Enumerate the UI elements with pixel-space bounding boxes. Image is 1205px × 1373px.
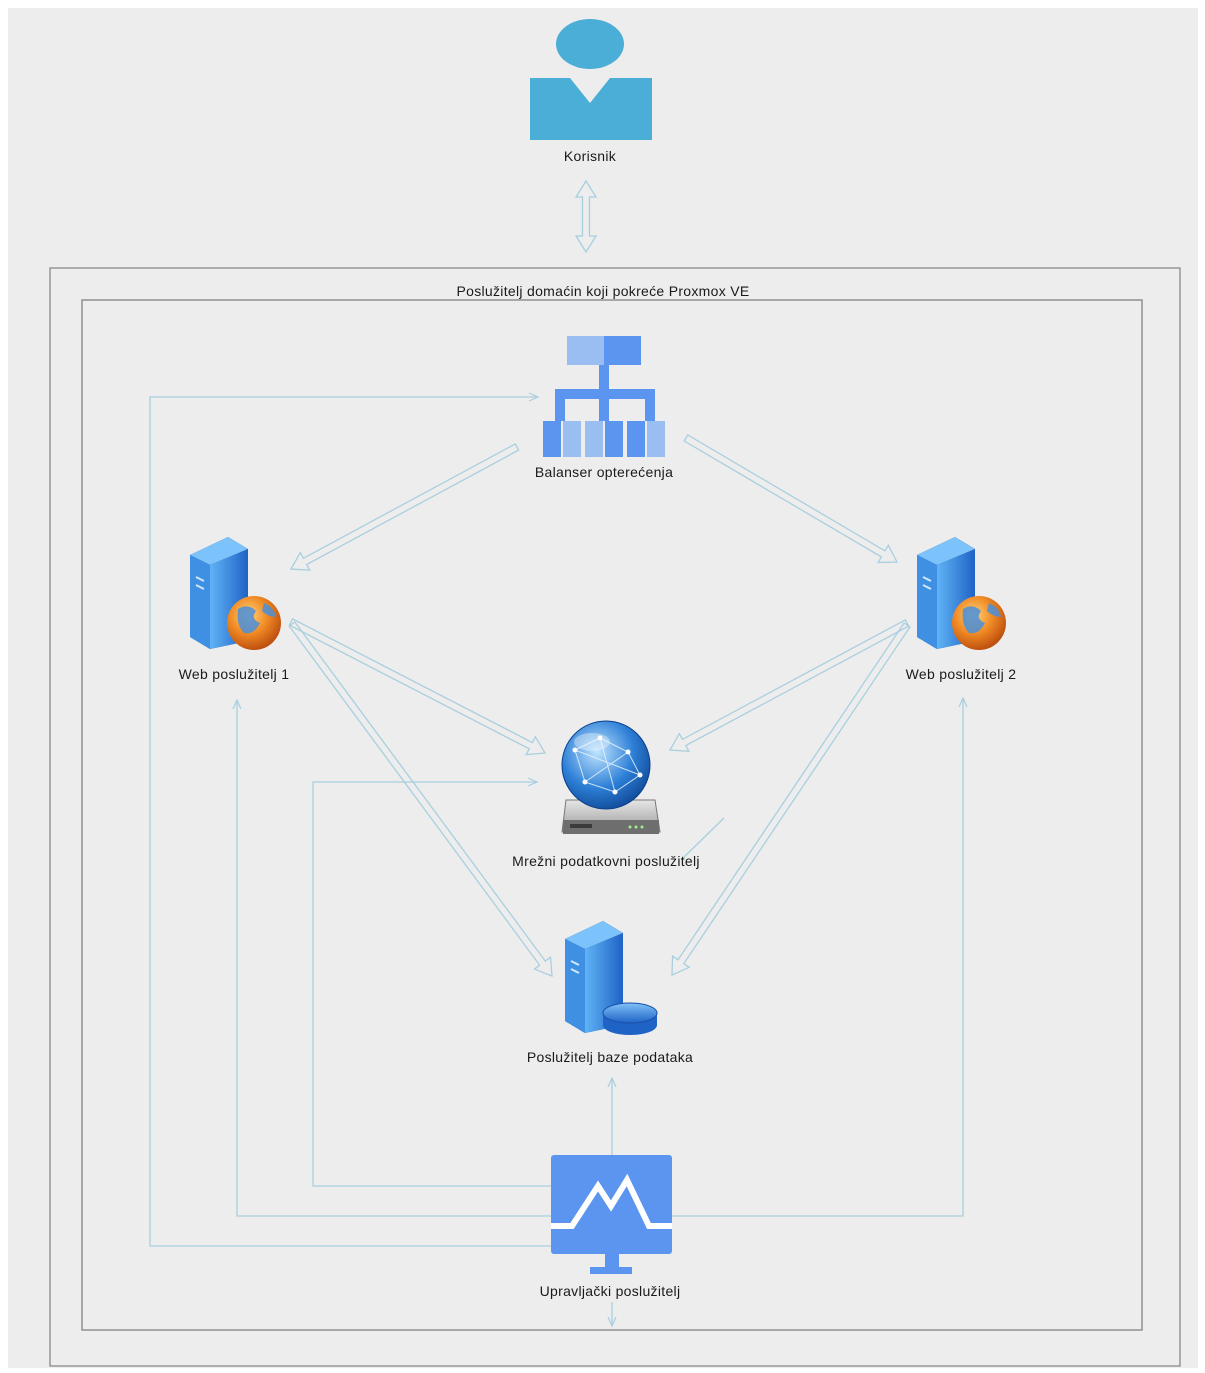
- web-server-2-label: Web poslužitelj 2: [905, 666, 1017, 682]
- database-server-icon: [565, 921, 658, 1035]
- connector-mgmt-to-nas: [312, 782, 551, 1187]
- network-storage-label: Mrežni podatkovni poslužitelj: [512, 853, 700, 869]
- arrow-web1-nas: [288, 618, 547, 756]
- inner-container: [81, 299, 1143, 1331]
- connector-mgmt-to-web2: [672, 698, 963, 1217]
- database-server-label: Poslužitelj baze podataka: [526, 1049, 694, 1065]
- management-connectors: [149, 397, 963, 1326]
- web-server-icon: [917, 537, 1006, 650]
- arrow-user-balancer: [574, 179, 598, 254]
- network-storage-icon: [561, 720, 661, 834]
- user-icon: [530, 19, 652, 140]
- load-balancer-label: Balanser opterećenja: [534, 464, 674, 480]
- arrow-web1-db: [288, 620, 553, 977]
- monitor-icon: [551, 1155, 672, 1274]
- container-title: Poslužitelj domaćin koji pokreće Proxmox…: [456, 283, 750, 299]
- user-label: Korisnik: [563, 148, 617, 164]
- hollow-arrows: [288, 179, 911, 977]
- proxmox-host-container: [49, 267, 1181, 1367]
- management-server-label: Upravljački poslužitelj: [539, 1283, 681, 1299]
- web-server-icon: [190, 537, 281, 650]
- web-server-1-label: Web poslužitelj 1: [178, 666, 290, 682]
- arrow-balancer-web2: [683, 434, 899, 564]
- hierarchy-icon: [543, 336, 665, 457]
- diagram-background: [8, 8, 1198, 1368]
- arrow-balancer-web1: [289, 443, 520, 571]
- connector-mgmt-to-web1: [237, 700, 551, 1217]
- connector-mgmt-to-balancer: [149, 397, 551, 1247]
- arrow-web2-nas: [668, 619, 910, 753]
- arrow-web2-db: [671, 622, 911, 977]
- stray-connector: [680, 817, 725, 861]
